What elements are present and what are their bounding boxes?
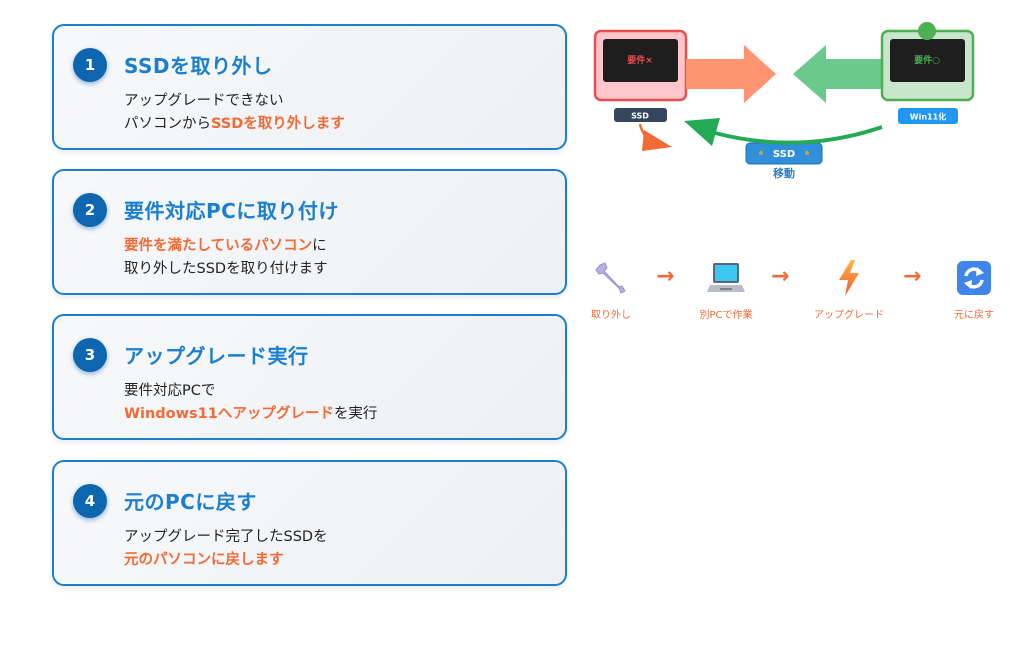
step-number-badge: 1 <box>73 48 107 82</box>
flow-step-restore: 元に戻す <box>934 258 1014 321</box>
step-title: 元のPCに戻す <box>124 490 257 514</box>
step-card-4: 4 元のPCに戻す アップグレード完了したSSDを 元のパソコンに戻します <box>52 460 567 586</box>
step-description: 要件対応PCで Windows11へアップグレードを実行 <box>124 380 377 426</box>
step-description: アップグレード完了したSSDを 元のパソコンに戻します <box>124 526 328 572</box>
text: 要件対応PCで <box>124 383 216 399</box>
flow-step-upgrade: アップグレード <box>809 258 889 321</box>
description-line-2: パソコンからSSDを取り外します <box>124 113 345 136</box>
pc-screen-label: 要件○ <box>914 54 940 66</box>
flow-arrow: → <box>903 264 922 289</box>
lightning-icon <box>809 258 889 298</box>
pc-screen-label: 要件× <box>627 54 653 66</box>
migration-curve <box>714 125 883 145</box>
text: 取り外したSSDを取り付けます <box>124 261 328 277</box>
flow-arrow: → <box>771 264 790 289</box>
move-label: 移動 <box>773 166 795 180</box>
step-number-badge: 3 <box>73 338 107 372</box>
highlight-text: Windows11へアップグレード <box>124 406 334 422</box>
description-line-1: アップグレードできない <box>124 90 345 113</box>
step-title: アップグレード実行 <box>124 344 309 368</box>
text: アップグレード完了したSSDを <box>124 529 328 545</box>
description-line-2: Windows11へアップグレードを実行 <box>124 403 377 426</box>
highlight-text: 元のパソコンに戻します <box>124 552 284 568</box>
description-line-1: 要件対応PCで <box>124 380 377 403</box>
ssd-migration-diagram: 要件× SSD 要件○ Win11化 SSD 移動 <box>593 22 975 180</box>
win11-tag-label: Win11化 <box>910 112 946 122</box>
transfer-arrow-right <box>686 45 776 103</box>
non-compliant-pc: 要件× <box>593 29 688 102</box>
migration-arrowhead <box>684 118 720 146</box>
highlight-text: SSDを取り外します <box>211 116 345 132</box>
description-line-1: 要件を満たしているパソコンに <box>124 235 328 258</box>
transfer-arrow-left <box>793 45 882 103</box>
step-card-3: 3 アップグレード実行 要件対応PCで Windows11へアップグレードを実行 <box>52 314 567 440</box>
description-line-1: アップグレード完了したSSDを <box>124 526 328 549</box>
flow-step-label: 取り外し <box>591 310 631 321</box>
laptop-icon <box>686 258 766 298</box>
description-line-2: 元のパソコンに戻します <box>124 549 328 572</box>
text: に <box>312 238 327 254</box>
flow-step-label: 別PCで作業 <box>699 310 753 321</box>
flow-arrow: → <box>656 264 675 289</box>
text: アップグレードできない <box>124 93 284 109</box>
ssd-tag <box>614 108 667 122</box>
refresh-icon <box>934 258 1014 298</box>
flow-step-work: 別PCで作業 <box>686 258 766 321</box>
step-title: SSDを取り外し <box>124 54 273 78</box>
step-card-2: 2 要件対応PCに取り付け 要件を満たしているパソコンに 取り外したSSDを取り… <box>52 169 567 295</box>
step-number-badge: 4 <box>73 484 107 518</box>
step-card-1: 1 SSDを取り外し アップグレードできない パソコンからSSDを取り外します <box>52 24 567 150</box>
wrench-icon <box>571 258 651 298</box>
text: を実行 <box>333 406 378 422</box>
step-number-badge: 2 <box>73 193 107 227</box>
description-line-2: 取り外したSSDを取り付けます <box>124 258 328 281</box>
highlight-text: 要件を満たしているパソコン <box>124 238 313 254</box>
flow-step-label: アップグレード <box>814 310 884 321</box>
win11-tag <box>898 108 958 124</box>
text: パソコンから <box>124 116 211 132</box>
flow-step-remove: 取り外し <box>571 258 651 321</box>
ssd-tag-label: SSD <box>631 112 649 121</box>
ssd-chip-label: SSD <box>773 149 795 160</box>
return-arrowhead <box>642 130 672 151</box>
flow-step-label: 元に戻す <box>954 310 994 321</box>
compliant-pc: 要件○ <box>880 22 975 102</box>
step-description: 要件を満たしているパソコンに 取り外したSSDを取り付けます <box>124 235 328 281</box>
step-title: 要件対応PCに取り付け <box>124 199 339 223</box>
step-description: アップグレードできない パソコンからSSDを取り外します <box>124 90 345 136</box>
